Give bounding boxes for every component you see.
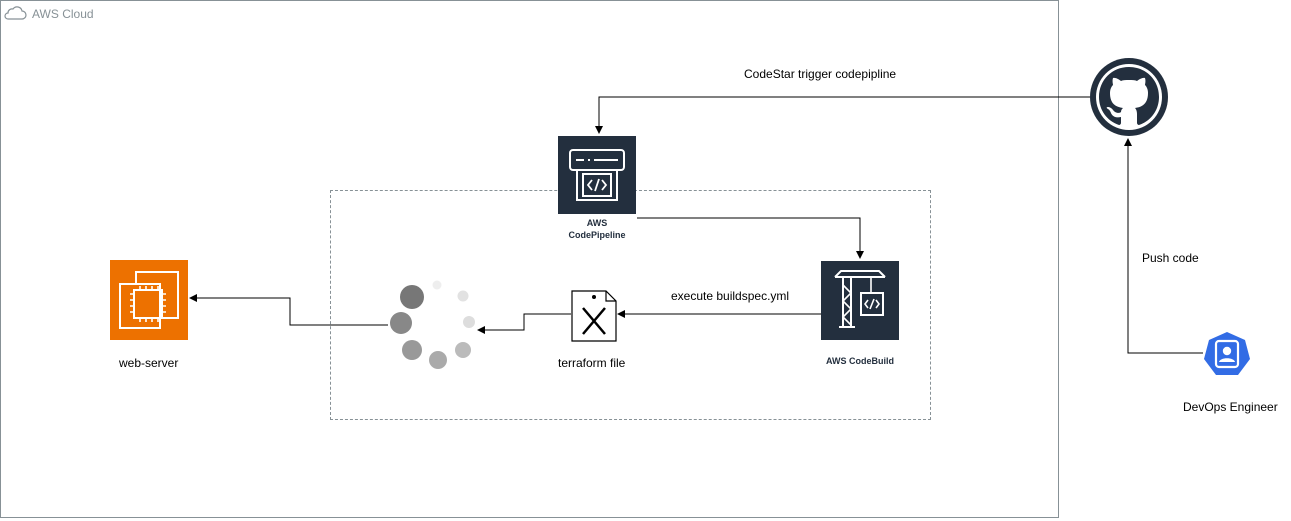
web-server-label: web-server	[119, 356, 179, 370]
loading-spinner-icon	[390, 280, 475, 369]
codepipeline-label-line2: CodePipeline	[568, 230, 626, 240]
cloud-icon	[4, 6, 27, 20]
codepipeline-node[interactable]	[558, 136, 636, 214]
codebuild-node[interactable]	[821, 261, 899, 340]
ec2-node[interactable]	[110, 260, 188, 340]
github-icon[interactable]	[1089, 57, 1169, 137]
execute-buildspec-label: execute buildspec.yml	[671, 289, 790, 303]
codepipeline-icon	[569, 149, 625, 201]
codepipeline-label-line1: AWS	[586, 218, 608, 228]
codepipeline-label: AWS CodePipeline	[547, 217, 647, 241]
devops-engineer-icon[interactable]	[1203, 331, 1251, 377]
codestar-trigger-label: CodeStar trigger codepipline	[744, 67, 897, 81]
aws-cloud-group	[0, 0, 1059, 518]
codebuild-icon	[834, 270, 886, 328]
codebuild-label: AWS CodeBuild	[826, 356, 894, 366]
edge-devops-to-github	[1124, 138, 1203, 354]
terraform-label: terraform file	[558, 356, 626, 370]
terraform-file-icon[interactable]	[571, 290, 617, 342]
devops-engineer-label: DevOps Engineer	[1183, 400, 1278, 414]
ec2-instance-icon	[119, 271, 179, 329]
aws-cloud-label: AWS Cloud	[32, 7, 94, 21]
push-code-label: Push code	[1142, 251, 1199, 265]
